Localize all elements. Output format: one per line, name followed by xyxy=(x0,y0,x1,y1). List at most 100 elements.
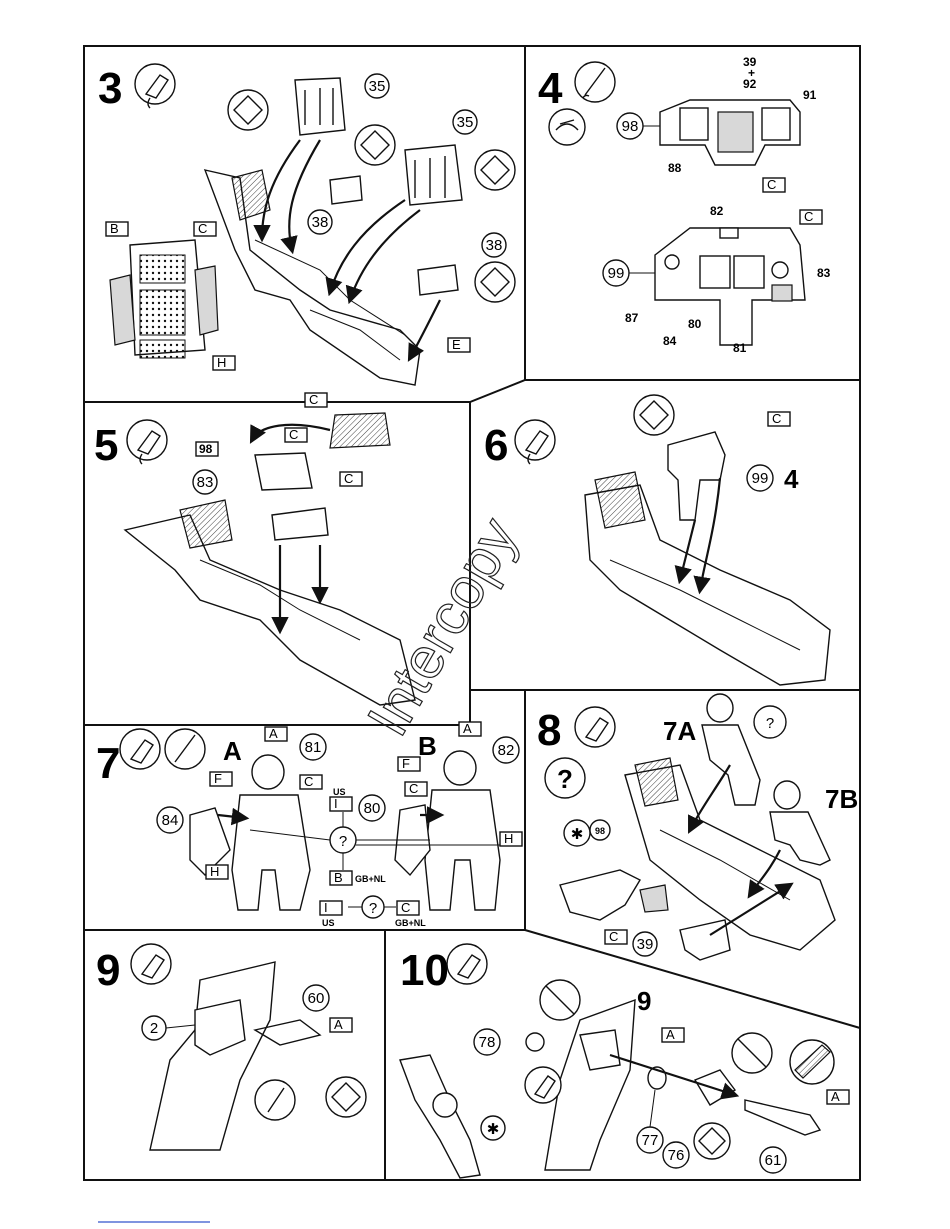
svg-text:A: A xyxy=(463,721,472,736)
decal-flag: C xyxy=(763,177,785,192)
no-glue-icon xyxy=(540,980,580,1020)
decal-flag: C xyxy=(250,820,251,821)
svg-text:C: C xyxy=(609,929,618,944)
option-star-icon: ✱ xyxy=(564,820,590,846)
part-label: 9 xyxy=(637,986,651,1016)
decal-flag: C xyxy=(405,781,427,796)
decal-flag: C xyxy=(800,209,822,224)
svg-text:61: 61 xyxy=(765,1152,782,1169)
decal-flag: H xyxy=(206,864,228,879)
decal-flag: C xyxy=(605,929,627,944)
figure-7a xyxy=(702,694,760,805)
part-callout: 82 xyxy=(493,737,519,763)
glue-icon xyxy=(135,64,175,108)
svg-text:82: 82 xyxy=(498,742,515,759)
svg-text:A: A xyxy=(666,1027,675,1042)
step-number: 8 xyxy=(537,706,561,755)
svg-text:81: 81 xyxy=(305,739,322,756)
decal-flag: C xyxy=(340,471,362,486)
part-label: 92 xyxy=(743,77,757,91)
decal-flag: A xyxy=(459,721,481,736)
part-label: 84 xyxy=(663,334,677,348)
decal-flag: F xyxy=(398,756,420,771)
part-callout: 77 xyxy=(637,1127,663,1153)
decal-flag: H xyxy=(500,831,522,846)
svg-text:C: C xyxy=(344,471,353,486)
decal-flag: I xyxy=(330,796,352,811)
question-icon: ? xyxy=(754,706,786,738)
region-label: GB+NL xyxy=(395,918,426,928)
part-callout: 98 xyxy=(617,113,643,139)
sandpaper-icon xyxy=(790,1040,834,1084)
decal-flag: F xyxy=(210,771,232,786)
svg-text:A: A xyxy=(831,1089,840,1104)
svg-text:C: C xyxy=(767,177,776,192)
step-10: 10 9 78 ✱ A 77 76 xyxy=(400,944,849,1178)
step-number: 5 xyxy=(94,421,118,470)
svg-text:C: C xyxy=(309,392,318,407)
decal-flag: A xyxy=(827,1089,849,1104)
decal-flag: C xyxy=(194,221,216,236)
part-callout: 35 xyxy=(365,74,389,98)
part-callout: 60 xyxy=(303,985,329,1011)
decal-flag: E xyxy=(448,337,470,352)
decal-flag: H xyxy=(213,355,235,370)
svg-text:A: A xyxy=(334,1017,343,1032)
part-callout: 39 xyxy=(633,932,657,956)
part-callout: 83 xyxy=(193,470,217,494)
svg-text:38: 38 xyxy=(312,214,329,231)
svg-text:H: H xyxy=(504,831,513,846)
glue-icon xyxy=(447,944,487,984)
instrument-panel-lower xyxy=(655,228,805,345)
part-label: 81 xyxy=(733,341,747,355)
svg-text:C: C xyxy=(289,427,298,442)
svg-text:A: A xyxy=(269,726,278,741)
pilot-figure-b xyxy=(425,751,500,910)
svg-text:C: C xyxy=(304,774,313,789)
locate-diamond-icon xyxy=(475,262,515,302)
svg-text:H: H xyxy=(217,355,226,370)
part-callout: 35 xyxy=(453,110,477,134)
svg-text:39: 39 xyxy=(637,936,654,953)
step-6: 6 C 99 4 xyxy=(484,395,830,685)
svg-text:✱: ✱ xyxy=(571,826,584,843)
svg-text:E: E xyxy=(452,337,461,352)
locate-diamond-icon xyxy=(326,1077,366,1117)
decal-flag: B xyxy=(330,870,352,885)
seat-38-mid xyxy=(330,176,362,204)
decal-flag: C xyxy=(397,900,419,915)
step-9: 9 2 60 A xyxy=(96,944,366,1150)
instrument-panel-upper xyxy=(660,100,800,165)
svg-text:76: 76 xyxy=(668,1147,685,1164)
svg-text:C: C xyxy=(401,900,410,915)
svg-text:99: 99 xyxy=(752,470,769,487)
decal-flag: C xyxy=(305,392,327,407)
part-callout: 38 xyxy=(308,210,332,234)
svg-text:F: F xyxy=(402,756,410,771)
svg-text:2: 2 xyxy=(150,1020,158,1037)
svg-text:35: 35 xyxy=(369,78,386,95)
svg-text:H: H xyxy=(210,864,219,879)
glue-icon xyxy=(120,729,160,769)
seat-35-right xyxy=(405,145,462,205)
part-callout: 99 xyxy=(747,465,773,491)
svg-text:B: B xyxy=(334,870,343,885)
seat-38-right xyxy=(418,265,458,295)
svg-text:?: ? xyxy=(557,764,573,794)
svg-text:?: ? xyxy=(369,900,377,917)
step-number: 4 xyxy=(538,64,563,113)
question-icon: ? xyxy=(330,827,356,853)
decal-flag: C xyxy=(285,427,307,442)
step-7: 7 A B A A F F C C H H I I B C C US xyxy=(96,721,522,928)
part-label: 82 xyxy=(710,204,724,218)
svg-text:60: 60 xyxy=(308,990,325,1007)
part-callout: 2 xyxy=(142,1016,166,1040)
svg-text:78: 78 xyxy=(479,1034,496,1051)
step-number: 6 xyxy=(484,421,508,470)
step-5: 5 C C 98 83 C xyxy=(94,392,415,705)
part-callout: 80 xyxy=(359,795,385,821)
svg-text:?: ? xyxy=(339,833,347,850)
part-callout: 81 xyxy=(300,734,326,760)
region-label: US xyxy=(322,918,335,928)
